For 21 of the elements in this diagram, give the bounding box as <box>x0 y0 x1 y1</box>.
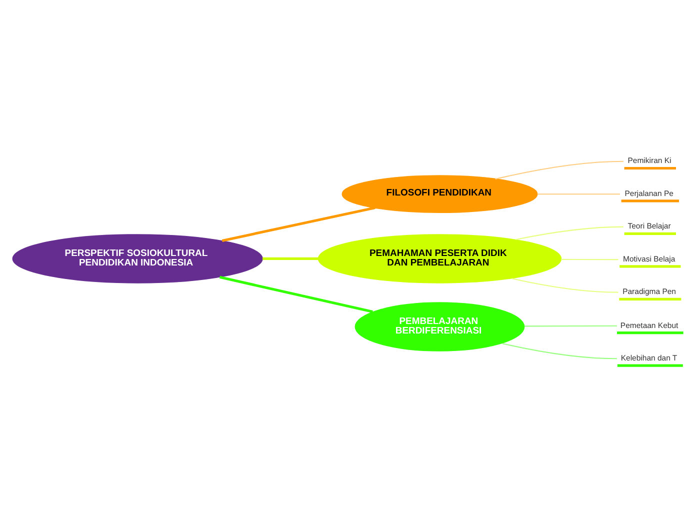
connector <box>537 194 620 195</box>
connector <box>262 257 318 260</box>
node-text: Teori Belajar <box>628 222 671 231</box>
connector <box>561 258 618 260</box>
connector <box>222 206 376 242</box>
connector <box>512 278 618 293</box>
node-text: Motivasi Belaja <box>623 254 676 264</box>
node-text: Pemetaan Kebut <box>620 320 678 330</box>
connector <box>495 160 624 180</box>
connector <box>502 342 617 360</box>
node-text: Perjalanan Pe <box>624 188 674 198</box>
node-ellipse: PEMAHAMAN PESERTA DIDIK DAN PEMBELAJARAN <box>318 234 562 284</box>
connector <box>219 276 373 314</box>
node-ellipse: FILOSOFI PENDIDIKAN <box>342 175 538 213</box>
node-text: Pemikiran Ki <box>628 156 672 166</box>
node-text: Kelebihan dan T <box>620 354 678 363</box>
node-ellipse: PEMBELAJARAN BERDIFERENSIASI <box>354 302 525 352</box>
node-ellipse: PERSPEKTIF SOSIOKULTURAL PENDIDIKAN INDONESIA <box>12 234 263 284</box>
connector <box>515 226 624 240</box>
node-text: Paradigma Pen <box>622 287 676 296</box>
connector <box>524 325 617 327</box>
